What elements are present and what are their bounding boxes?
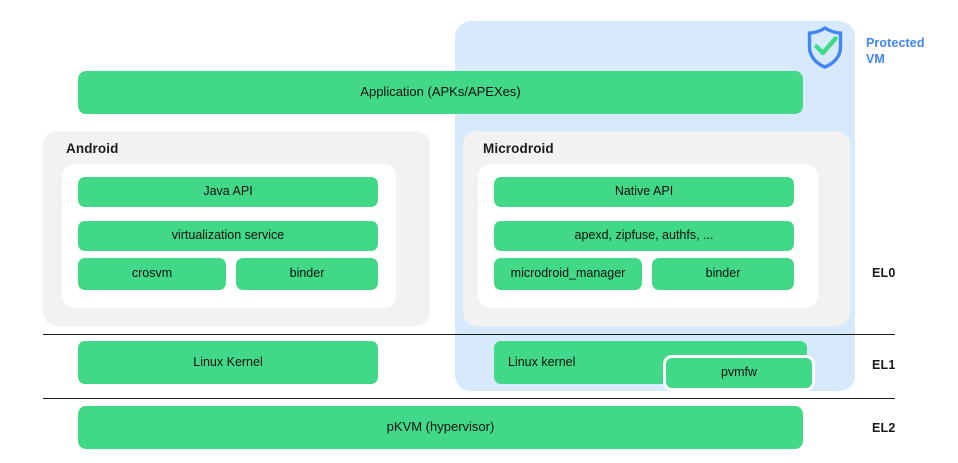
el-label-el2: EL2 xyxy=(872,421,896,435)
microdroid-block-native-api[interactable]: Native API xyxy=(494,177,794,207)
el-label-el0: EL0 xyxy=(872,266,896,280)
android-block-virtualization-service[interactable]: virtualization service xyxy=(78,221,378,251)
android-panel-title: Android xyxy=(66,141,119,156)
divider-el1-el2 xyxy=(43,398,895,399)
microdroid-block-binder[interactable]: binder xyxy=(652,258,794,290)
microdroid-block-apexd-zipfuse-authfs[interactable]: apexd, zipfuse, authfs, ... xyxy=(494,221,794,251)
android-block-binder[interactable]: binder xyxy=(236,258,378,290)
microdroid-block-microdroid-manager[interactable]: microdroid_manager xyxy=(494,258,642,290)
shield-check-icon xyxy=(805,25,845,69)
kernel-block-android[interactable]: Linux Kernel xyxy=(78,341,378,384)
pvmfw-block[interactable]: pvmfw xyxy=(663,355,815,391)
protected-vm-label-line2: VM xyxy=(866,52,885,66)
application-block[interactable]: Application (APKs/APEXes) xyxy=(78,71,803,114)
hypervisor-block[interactable]: pKVM (hypervisor) xyxy=(78,406,803,449)
divider-el0-el1 xyxy=(43,334,895,335)
protected-vm-label-line1: Protected xyxy=(866,36,925,50)
android-block-java-api[interactable]: Java API xyxy=(78,177,378,207)
microdroid-panel-title: Microdroid xyxy=(483,141,554,156)
el-label-el1: EL1 xyxy=(872,358,896,372)
android-block-crosvm[interactable]: crosvm xyxy=(78,258,226,290)
protected-vm-label: Protected VM xyxy=(866,35,925,67)
